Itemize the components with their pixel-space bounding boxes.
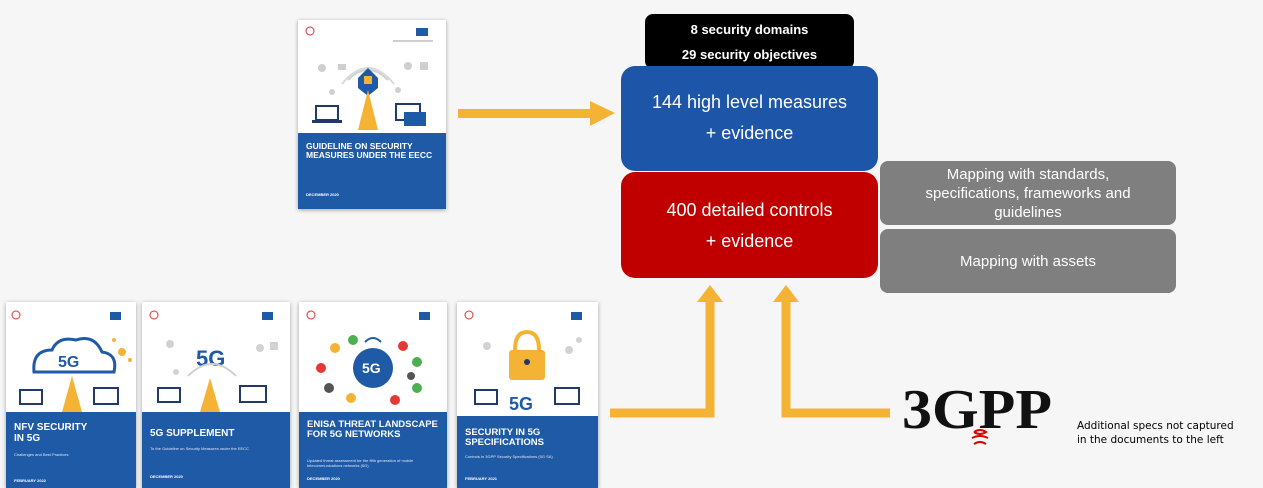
cover-art: 5G xyxy=(11,310,132,412)
arrow-main-head xyxy=(590,101,615,126)
note-line-1: Additional specs not captured xyxy=(1077,420,1234,432)
cover-subtitle: To the Guideline on Security Measures un… xyxy=(150,446,249,451)
mapping-standards-label: Mapping with standards, specifications, … xyxy=(925,165,1131,221)
domains-label: 8 security domains xyxy=(690,22,809,37)
cover-subtitle: Controls in 3GPP Security Specifications… xyxy=(465,454,553,459)
cover-art: 5G xyxy=(149,310,278,412)
cover-date: DECEMBER 2020 xyxy=(150,474,183,479)
cover-subtitle: Updated threat assessment for the fifth … xyxy=(307,458,414,468)
mapping-standards-box: Mapping with standards, specifications, … xyxy=(880,161,1176,225)
cover-security-in-5g-specs: 5G SECURITY IN 5G SPECIFICATIONS Control… xyxy=(457,302,598,488)
cover-5g-supplement: 5G 5G SUPPLEMENT To the Guideline on Sec… xyxy=(142,302,290,488)
3gpp-logo: 3GPP xyxy=(902,379,1052,445)
security-domains-box: 8 security domains 29 security objective… xyxy=(645,14,854,69)
arrow-docs-path xyxy=(610,300,715,418)
arrow-3gpp-path xyxy=(781,300,890,418)
badge-5g: 5G xyxy=(362,360,381,376)
controls-label: 400 detailed controls xyxy=(666,200,833,220)
cover-date: DECEMBER 2020 xyxy=(307,476,340,481)
cover-guideline-eecc: GUIDELINE ON SECURITY MEASURES UNDER THE… xyxy=(298,20,446,209)
arrow-3gpp-head xyxy=(773,285,799,302)
badge-5g: 5G xyxy=(509,394,533,414)
measures-label: 144 high level measures xyxy=(651,92,848,112)
cover-art xyxy=(305,26,433,130)
cover-title: SECURITY IN 5G SPECIFICATIONS xyxy=(465,427,544,449)
badge-5g: 5G xyxy=(58,354,79,371)
cover-enisa-threat-landscape: 5G ENISA THREAT LANDSCAPE FOR 5G NETWORK… xyxy=(299,302,447,488)
cover-art: 5G xyxy=(306,310,430,405)
cover-title: 5G SUPPLEMENT xyxy=(150,428,235,439)
cover-date: FEBRUARY 2022 xyxy=(14,478,47,483)
cover-title: GUIDELINE ON SECURITY MEASURES UNDER THE… xyxy=(306,141,433,161)
cover-nfv-security: 5G NFV SECURITY IN 5G Challenges and Bes… xyxy=(6,302,136,488)
high-level-measures-box: 144 high level measures + evidence xyxy=(621,66,878,171)
cover-date: FEBRUARY 2021 xyxy=(465,476,498,481)
controls-evidence-label: + evidence xyxy=(705,231,794,251)
cover-art: 5G xyxy=(464,310,582,414)
note-line-2: in the documents to the left xyxy=(1077,434,1224,446)
cover-date: DECEMBER 2020 xyxy=(306,192,339,197)
cover-subtitle: Challenges and Best Practices xyxy=(14,452,69,457)
mapping-assets-label: Mapping with assets xyxy=(960,252,1096,270)
detailed-controls-box: 400 detailed controls + evidence xyxy=(621,172,878,278)
cover-title: ENISA THREAT LANDSCAPE FOR 5G NETWORKS xyxy=(307,419,438,441)
arrow-docs-head xyxy=(697,285,723,302)
cover-title: NFV SECURITY IN 5G xyxy=(14,422,88,444)
3gpp-logo-text: 3GPP xyxy=(902,379,1052,441)
measures-evidence-label: + evidence xyxy=(705,123,794,143)
mapping-assets-box: Mapping with assets xyxy=(880,229,1176,293)
arrow-main-shaft xyxy=(458,109,593,118)
additional-specs-note: Additional specs not captured in the doc… xyxy=(1077,419,1234,447)
objectives-label: 29 security objectives xyxy=(681,47,818,62)
